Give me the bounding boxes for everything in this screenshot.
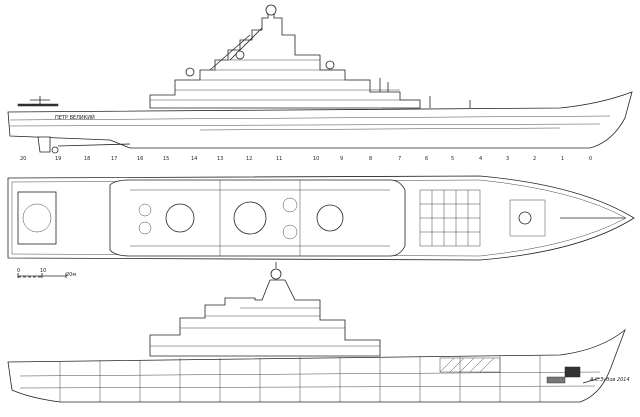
- station-17: 17: [111, 156, 117, 162]
- station-5: 5: [451, 156, 454, 162]
- inboard-section-view: А.С.Зубов 2014: [7, 262, 630, 403]
- station-6: 6: [425, 156, 428, 162]
- missile-silo-grid: [419, 189, 481, 247]
- station-0: 0: [589, 156, 592, 162]
- station-19: 19: [55, 156, 61, 162]
- station-1: 1: [561, 156, 564, 162]
- station-18: 18: [84, 156, 90, 162]
- scale-tick-0: 0: [17, 268, 20, 274]
- station-10: 10: [313, 156, 319, 162]
- station-11: 11: [276, 156, 282, 162]
- profile-hull: [7, 91, 633, 149]
- station-15: 15: [163, 156, 169, 162]
- station-7: 7: [398, 156, 401, 162]
- station-13: 13: [217, 156, 223, 162]
- station-9: 9: [340, 156, 343, 162]
- hull-name-marking: ПЕТР ВЕЛИКИЙ: [55, 114, 95, 121]
- scale-tick-20: 20м: [66, 272, 76, 278]
- station-20: 20: [20, 156, 26, 162]
- section-hull: [7, 328, 626, 403]
- station-4: 4: [479, 156, 482, 162]
- station-3: 3: [506, 156, 509, 162]
- station-12: 12: [246, 156, 252, 162]
- station-16: 16: [137, 156, 143, 162]
- station-14: 14: [191, 156, 197, 162]
- plan-view: [7, 175, 635, 261]
- scale-bar: 0 10 20м: [17, 268, 76, 278]
- profile-superstructure: [149, 5, 421, 109]
- station-2: 2: [533, 156, 536, 162]
- station-labels: 20 19 18 17 16 15 14 13 12 11 10 9 8 7 6…: [20, 156, 592, 162]
- station-8: 8: [369, 156, 372, 162]
- profile-view: ПЕТР ВЕЛИКИЙ 20 19 18 17 16 15 14 13 12 …: [7, 4, 633, 162]
- scale-tick-10: 10: [40, 268, 46, 274]
- author-signature: А.С.Зубов 2014: [589, 377, 630, 383]
- section-superstructure: [149, 279, 381, 357]
